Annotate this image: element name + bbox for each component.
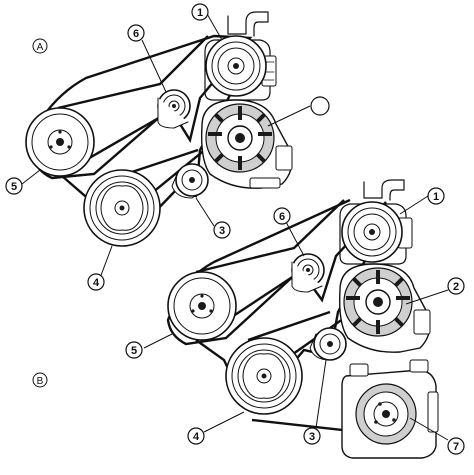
view-b-callout-6: 6 bbox=[273, 207, 291, 225]
view-b-leader-3 bbox=[315, 359, 327, 429]
view-a-power-steering-pulley bbox=[205, 35, 267, 97]
view-b-callout-2-label: 2 bbox=[453, 281, 459, 293]
view-b-callout-7-label: 7 bbox=[453, 441, 459, 453]
view-b: 1 6 2 5 3 4 7 B bbox=[32, 179, 465, 459]
view-b-callout-7: 7 bbox=[447, 437, 465, 455]
view-a-letter-text: A bbox=[37, 42, 44, 53]
view-a-callout-6: 6 bbox=[127, 24, 145, 42]
view-a-letter: A bbox=[32, 38, 48, 54]
view-a-idler-pulley bbox=[157, 89, 191, 129]
view-b-belt-tensioner bbox=[309, 327, 347, 361]
view-a-water-pump-pulley bbox=[25, 107, 95, 177]
view-b-callout-4-label: 4 bbox=[193, 431, 200, 443]
view-b-crankshaft-pulley bbox=[225, 337, 303, 415]
view-a-callout-1: 1 bbox=[191, 3, 209, 21]
view-a-callout-5: 5 bbox=[5, 177, 23, 195]
view-b-callout-6-label: 6 bbox=[279, 211, 285, 223]
view-a-callout-4: 4 bbox=[87, 273, 105, 291]
view-b-leader-4 bbox=[203, 411, 245, 433]
view-a-generator bbox=[200, 99, 293, 189]
view-a-crankshaft-pulley bbox=[83, 169, 161, 247]
view-b-power-steering-pulley bbox=[341, 201, 403, 263]
view-a-leader-6 bbox=[141, 39, 167, 93]
view-b-letter: B bbox=[32, 372, 48, 388]
view-b-callout-5-label: 5 bbox=[131, 345, 137, 357]
view-a: 1 6 5 3 4 A bbox=[5, 3, 330, 291]
view-a-leader-4 bbox=[99, 245, 113, 279]
view-a-callout-5-label: 5 bbox=[11, 181, 17, 193]
view-b-callout-4: 4 bbox=[187, 427, 205, 445]
view-a-leader-5 bbox=[21, 169, 41, 185]
view-b-callout-1-label: 1 bbox=[433, 191, 439, 203]
view-b-letter-text: B bbox=[37, 376, 44, 387]
view-b-leader-1 bbox=[399, 195, 429, 215]
view-b-callout-3: 3 bbox=[303, 427, 321, 445]
view-b-callout-3-label: 3 bbox=[309, 431, 315, 443]
view-b-generator bbox=[338, 263, 431, 353]
view-b-callout-2: 2 bbox=[447, 277, 465, 295]
view-b-leader-6 bbox=[285, 221, 305, 257]
view-a-callout-blank bbox=[310, 96, 330, 116]
view-a-callout-6-label: 6 bbox=[133, 28, 139, 40]
view-a-callout-1-label: 1 bbox=[197, 7, 203, 19]
view-a-callout-3: 3 bbox=[213, 221, 231, 239]
view-a-callout-4-label: 4 bbox=[93, 277, 100, 289]
view-b-leader-7 bbox=[409, 417, 449, 441]
view-b-leader-2 bbox=[405, 289, 449, 305]
view-a-leader-2 bbox=[267, 105, 311, 127]
view-b-callout-1: 1 bbox=[427, 187, 445, 205]
view-b-ac-compressor bbox=[341, 359, 439, 459]
view-a-belt-tensioner bbox=[171, 163, 209, 199]
view-a-leader-1 bbox=[205, 11, 223, 41]
view-b-callout-5: 5 bbox=[125, 341, 143, 359]
view-a-callout-3-label: 3 bbox=[219, 225, 225, 237]
view-b-idler-pulley bbox=[291, 253, 325, 293]
view-b-water-pump-pulley bbox=[167, 271, 237, 341]
view-a-leader-3 bbox=[195, 197, 215, 227]
view-b-leader-5 bbox=[143, 333, 173, 349]
